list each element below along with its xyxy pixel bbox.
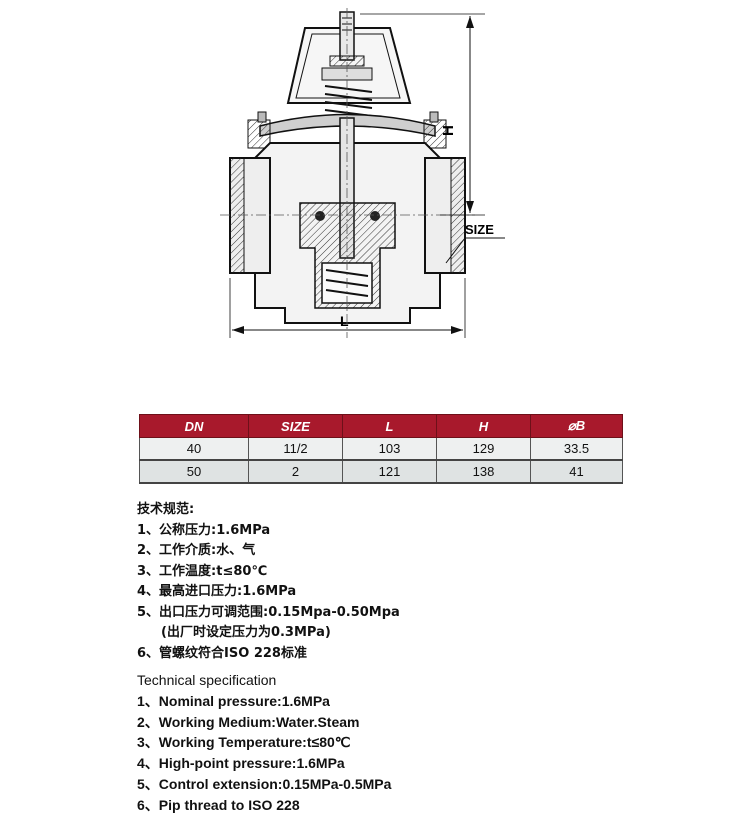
list-item: 1、公称压力:1.6MPa <box>137 522 271 538</box>
dim-l-label: L <box>340 313 349 329</box>
table-cell: 121 <box>342 459 437 484</box>
dim-size-label: SIZE <box>465 222 494 237</box>
valve-drawing: H SIZE L <box>220 8 505 338</box>
list-item: 6、Pip thread to ISO 228 <box>137 796 300 813</box>
list-item: 3、工作温度:t≤80℃ <box>137 563 268 579</box>
list-item: 6、管螺纹符合ISO 228标准 <box>137 645 307 661</box>
spec-chinese: 技术规范: 1、公称压力:1.6MPa 2、工作介质:水、气 3、工作温度:t≤… <box>137 500 400 664</box>
spec-english: Technical specification 1、Nominal pressu… <box>137 670 391 816</box>
list-item: 1、Nominal pressure:1.6MPa <box>137 692 330 709</box>
spec-english-title: Technical specification <box>137 672 277 688</box>
table-cell: 103 <box>342 437 437 461</box>
list-item: 2、Working Medium:Water.Steam <box>137 713 360 730</box>
list-item: 2、工作介质:水、气 <box>137 543 256 558</box>
spec-chinese-title: 技术规范: <box>137 502 195 517</box>
col-header-dn: DN <box>139 414 249 438</box>
table-cell: 138 <box>436 459 531 484</box>
list-item: 4、最高进口压力:1.6MPa <box>137 584 297 599</box>
dim-h-label: H <box>440 125 457 136</box>
table-row: 40 11/2 103 129 33.5 <box>139 437 623 461</box>
col-header-h: H <box>436 414 531 438</box>
table-row: 50 2 121 138 41 <box>139 459 623 484</box>
table-cell: 2 <box>248 459 343 484</box>
table-cell: 50 <box>139 459 249 484</box>
list-item: 5、出口压力可调范围:0.15Mpa-0.50Mpa <box>137 604 400 620</box>
list-item: (出厂时设定压力为0.3MPa) <box>161 625 331 640</box>
table-cell: 129 <box>436 437 531 461</box>
list-item: 4、High-point pressure:1.6MPa <box>137 755 345 772</box>
table-cell: 41 <box>530 459 623 484</box>
dimension-table: DN SIZE L H ⌀B 40 11/2 103 129 33.5 50 2… <box>139 414 623 484</box>
table-header-row: DN SIZE L H ⌀B <box>139 414 623 438</box>
col-header-size: SIZE <box>248 414 343 438</box>
col-header-b: ⌀B <box>530 414 623 438</box>
table-cell: 11/2 <box>248 437 343 461</box>
table-cell: 40 <box>139 437 249 461</box>
col-header-l: L <box>342 414 437 438</box>
spring <box>324 85 373 117</box>
table-cell: 33.5 <box>530 437 623 461</box>
list-item: 3、Working Temperature:t≤80℃ <box>137 734 351 751</box>
list-item: 5、Control extension:0.15MPa-0.5MPa <box>137 775 392 792</box>
